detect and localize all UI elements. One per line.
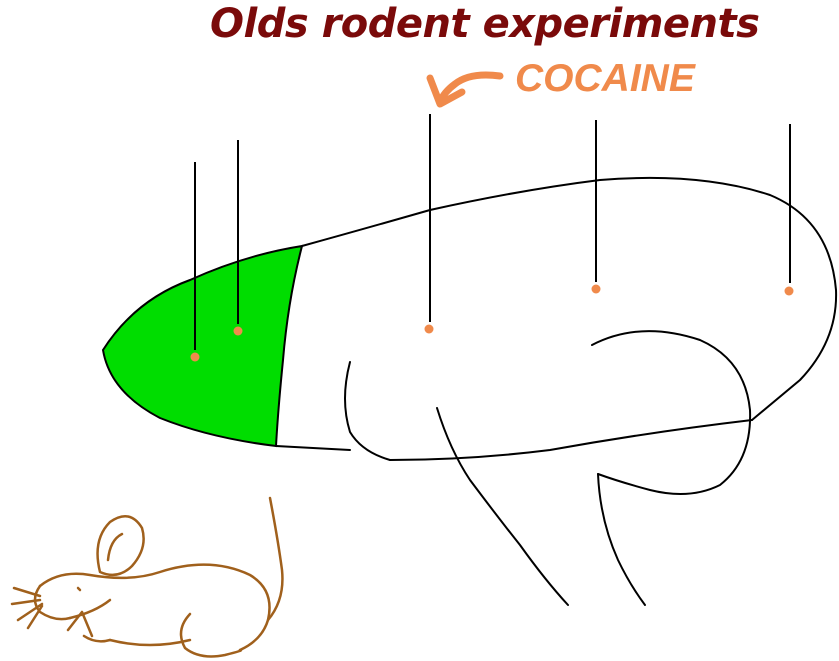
electrode-tip-1	[191, 353, 200, 362]
prefrontal-region	[103, 246, 302, 446]
brain-outline	[276, 178, 836, 605]
cocaine-arrow	[430, 75, 500, 104]
electrode-tip-3	[425, 325, 434, 334]
electrode-tip-5	[785, 287, 794, 296]
electrode-tip-2	[234, 327, 243, 336]
electrode-tip-4	[592, 285, 601, 294]
mouse-drawing	[12, 498, 282, 656]
